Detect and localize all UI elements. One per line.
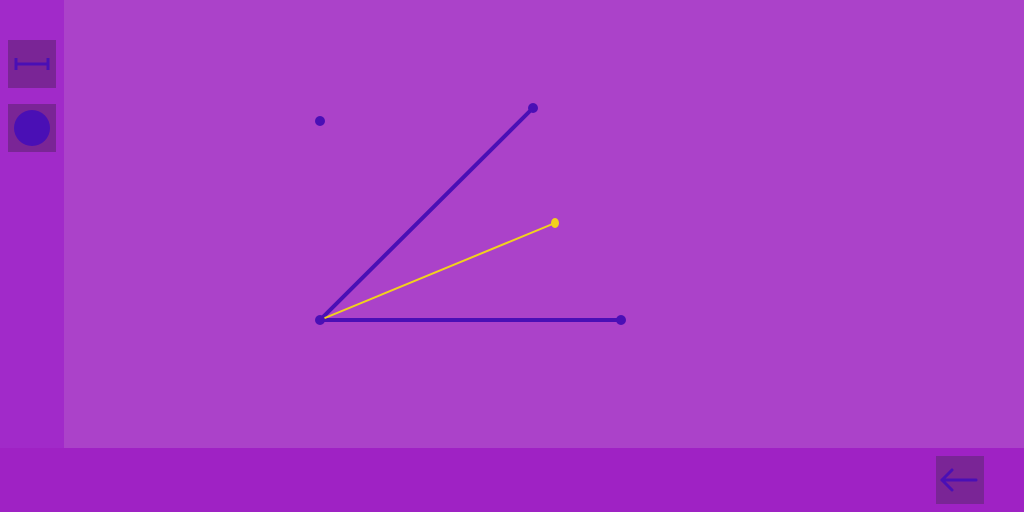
point-tool-button[interactable]	[8, 104, 56, 152]
bisector-handle-point[interactable]	[551, 218, 559, 228]
arm-end-upper-point[interactable]	[528, 103, 538, 113]
bottom-bar	[0, 448, 1024, 512]
segment-tool-button[interactable]	[8, 40, 56, 88]
vertex-point[interactable]	[315, 315, 325, 325]
free-point[interactable]	[315, 116, 325, 126]
arm-end-right-point[interactable]	[616, 315, 626, 325]
point-tool-icon	[14, 110, 50, 146]
arm-upper-segment	[318, 106, 535, 322]
left-arrow-icon	[940, 468, 978, 492]
bisector-ray	[319, 222, 556, 321]
drawing-canvas[interactable]	[64, 0, 1024, 448]
geometry-scene	[315, 103, 626, 325]
tool-sidebar	[0, 0, 64, 448]
segment-tool-icon	[14, 58, 50, 70]
back-button[interactable]	[936, 456, 984, 504]
